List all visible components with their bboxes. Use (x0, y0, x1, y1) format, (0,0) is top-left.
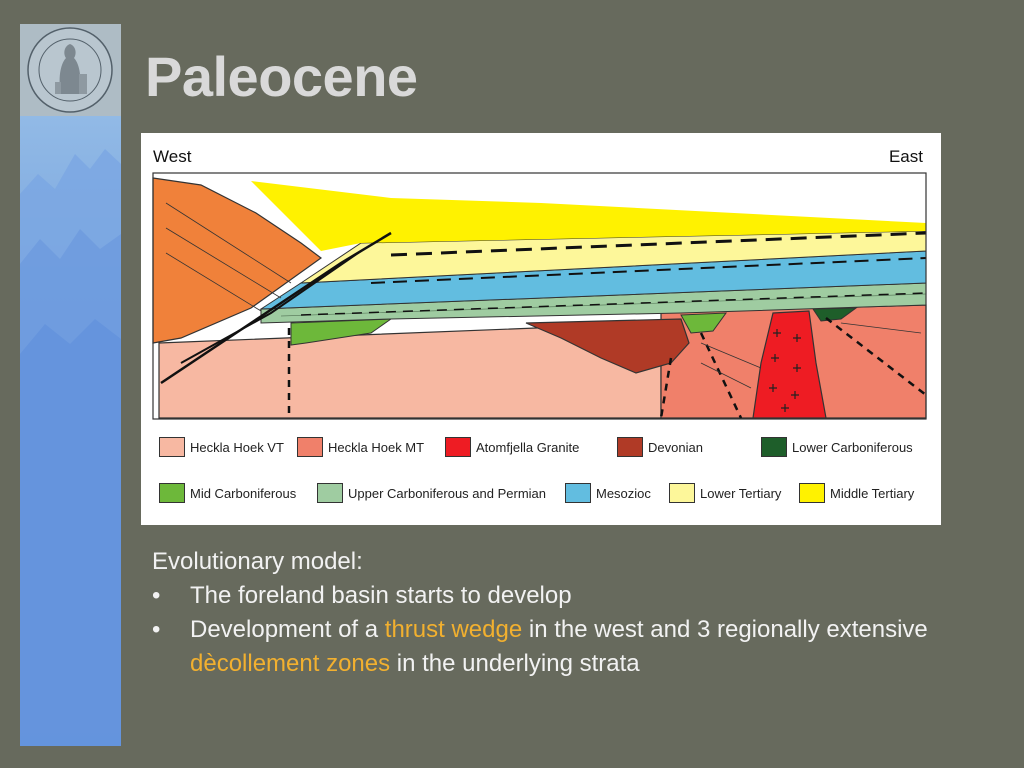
side-decoration-strip (20, 24, 121, 746)
university-seal (20, 24, 121, 116)
legend-label: Lower Carboniferous (792, 439, 913, 455)
legend-item-upper-carboniferous-permian: Upper Carboniferous and Permian (317, 483, 546, 503)
slide-title: Paleocene (145, 45, 418, 108)
highlight-thrust-wedge: thrust wedge (384, 616, 523, 643)
legend-item-mid-carboniferous: Mid Carboniferous (159, 483, 296, 503)
bullet-marker: • (152, 582, 161, 609)
legend-label: Heckla Hoek VT (190, 439, 284, 455)
west-label: West (153, 147, 192, 166)
legend-item-lower-tertiary: Lower Tertiary (669, 483, 781, 503)
east-label: East (888, 147, 923, 166)
legend-label: Middle Tertiary (830, 485, 915, 501)
legend-label: Mesozioc (596, 485, 651, 501)
bullet-text: Development of a (190, 616, 385, 643)
legend-item-mesozoic: Mesozioc (565, 483, 651, 503)
bullet-item-2: • Development of a thrust wedge in the w… (152, 613, 982, 681)
bullet-item-1: • The foreland basin starts to develop (152, 579, 982, 613)
legend-item-middle-tertiary: Middle Tertiary (799, 483, 914, 503)
geological-cross-section (152, 172, 927, 420)
legend-swatch (159, 437, 185, 457)
legend-swatch (159, 483, 185, 503)
legend-swatch (565, 483, 591, 503)
legend-swatch (799, 483, 825, 503)
legend-swatch (445, 437, 471, 457)
legend-label: Mid Carboniferous (190, 485, 297, 501)
mountain-illustration (20, 149, 121, 746)
bullet-text: in the west and 3 regionally extensive (522, 616, 928, 643)
legend-label: Lower Tertiary (700, 485, 782, 501)
legend-item-devonian: Devonian (617, 437, 703, 457)
legend-swatch (669, 483, 695, 503)
legend-swatch (317, 483, 343, 503)
legend-label: Atomfjella Granite (476, 439, 580, 455)
university-seal-icon (27, 27, 113, 113)
legend-item-lower-carboniferous: Lower Carboniferous (761, 437, 913, 457)
legend-item-atomfjella-granite: Atomfjella Granite (445, 437, 579, 457)
legend-swatch (617, 437, 643, 457)
highlight-decollement-zones: dècollement zones (190, 650, 391, 677)
legend-label: Devonian (648, 439, 703, 455)
legend-label: Upper Carboniferous and Permian (348, 485, 546, 501)
legend-swatch (297, 437, 323, 457)
body-heading: Evolutionary model: (152, 548, 363, 575)
legend-item-heckla-hoek-mt: Heckla Hoek MT (297, 437, 424, 457)
bullet-text: The foreland basin starts to develop (190, 582, 572, 609)
bullet-marker: • (152, 616, 161, 643)
slide-body: Evolutionary model: • The foreland basin… (152, 545, 982, 681)
legend-label: Heckla Hoek MT (328, 439, 425, 455)
cross-section-figure: West East Heckla Hoek VT Heckla Hoek MT … (141, 133, 941, 525)
legend-item-heckla-hoek-vt: Heckla Hoek VT (159, 437, 284, 457)
bullet-text: in the underlying strata (390, 650, 640, 677)
legend-swatch (761, 437, 787, 457)
